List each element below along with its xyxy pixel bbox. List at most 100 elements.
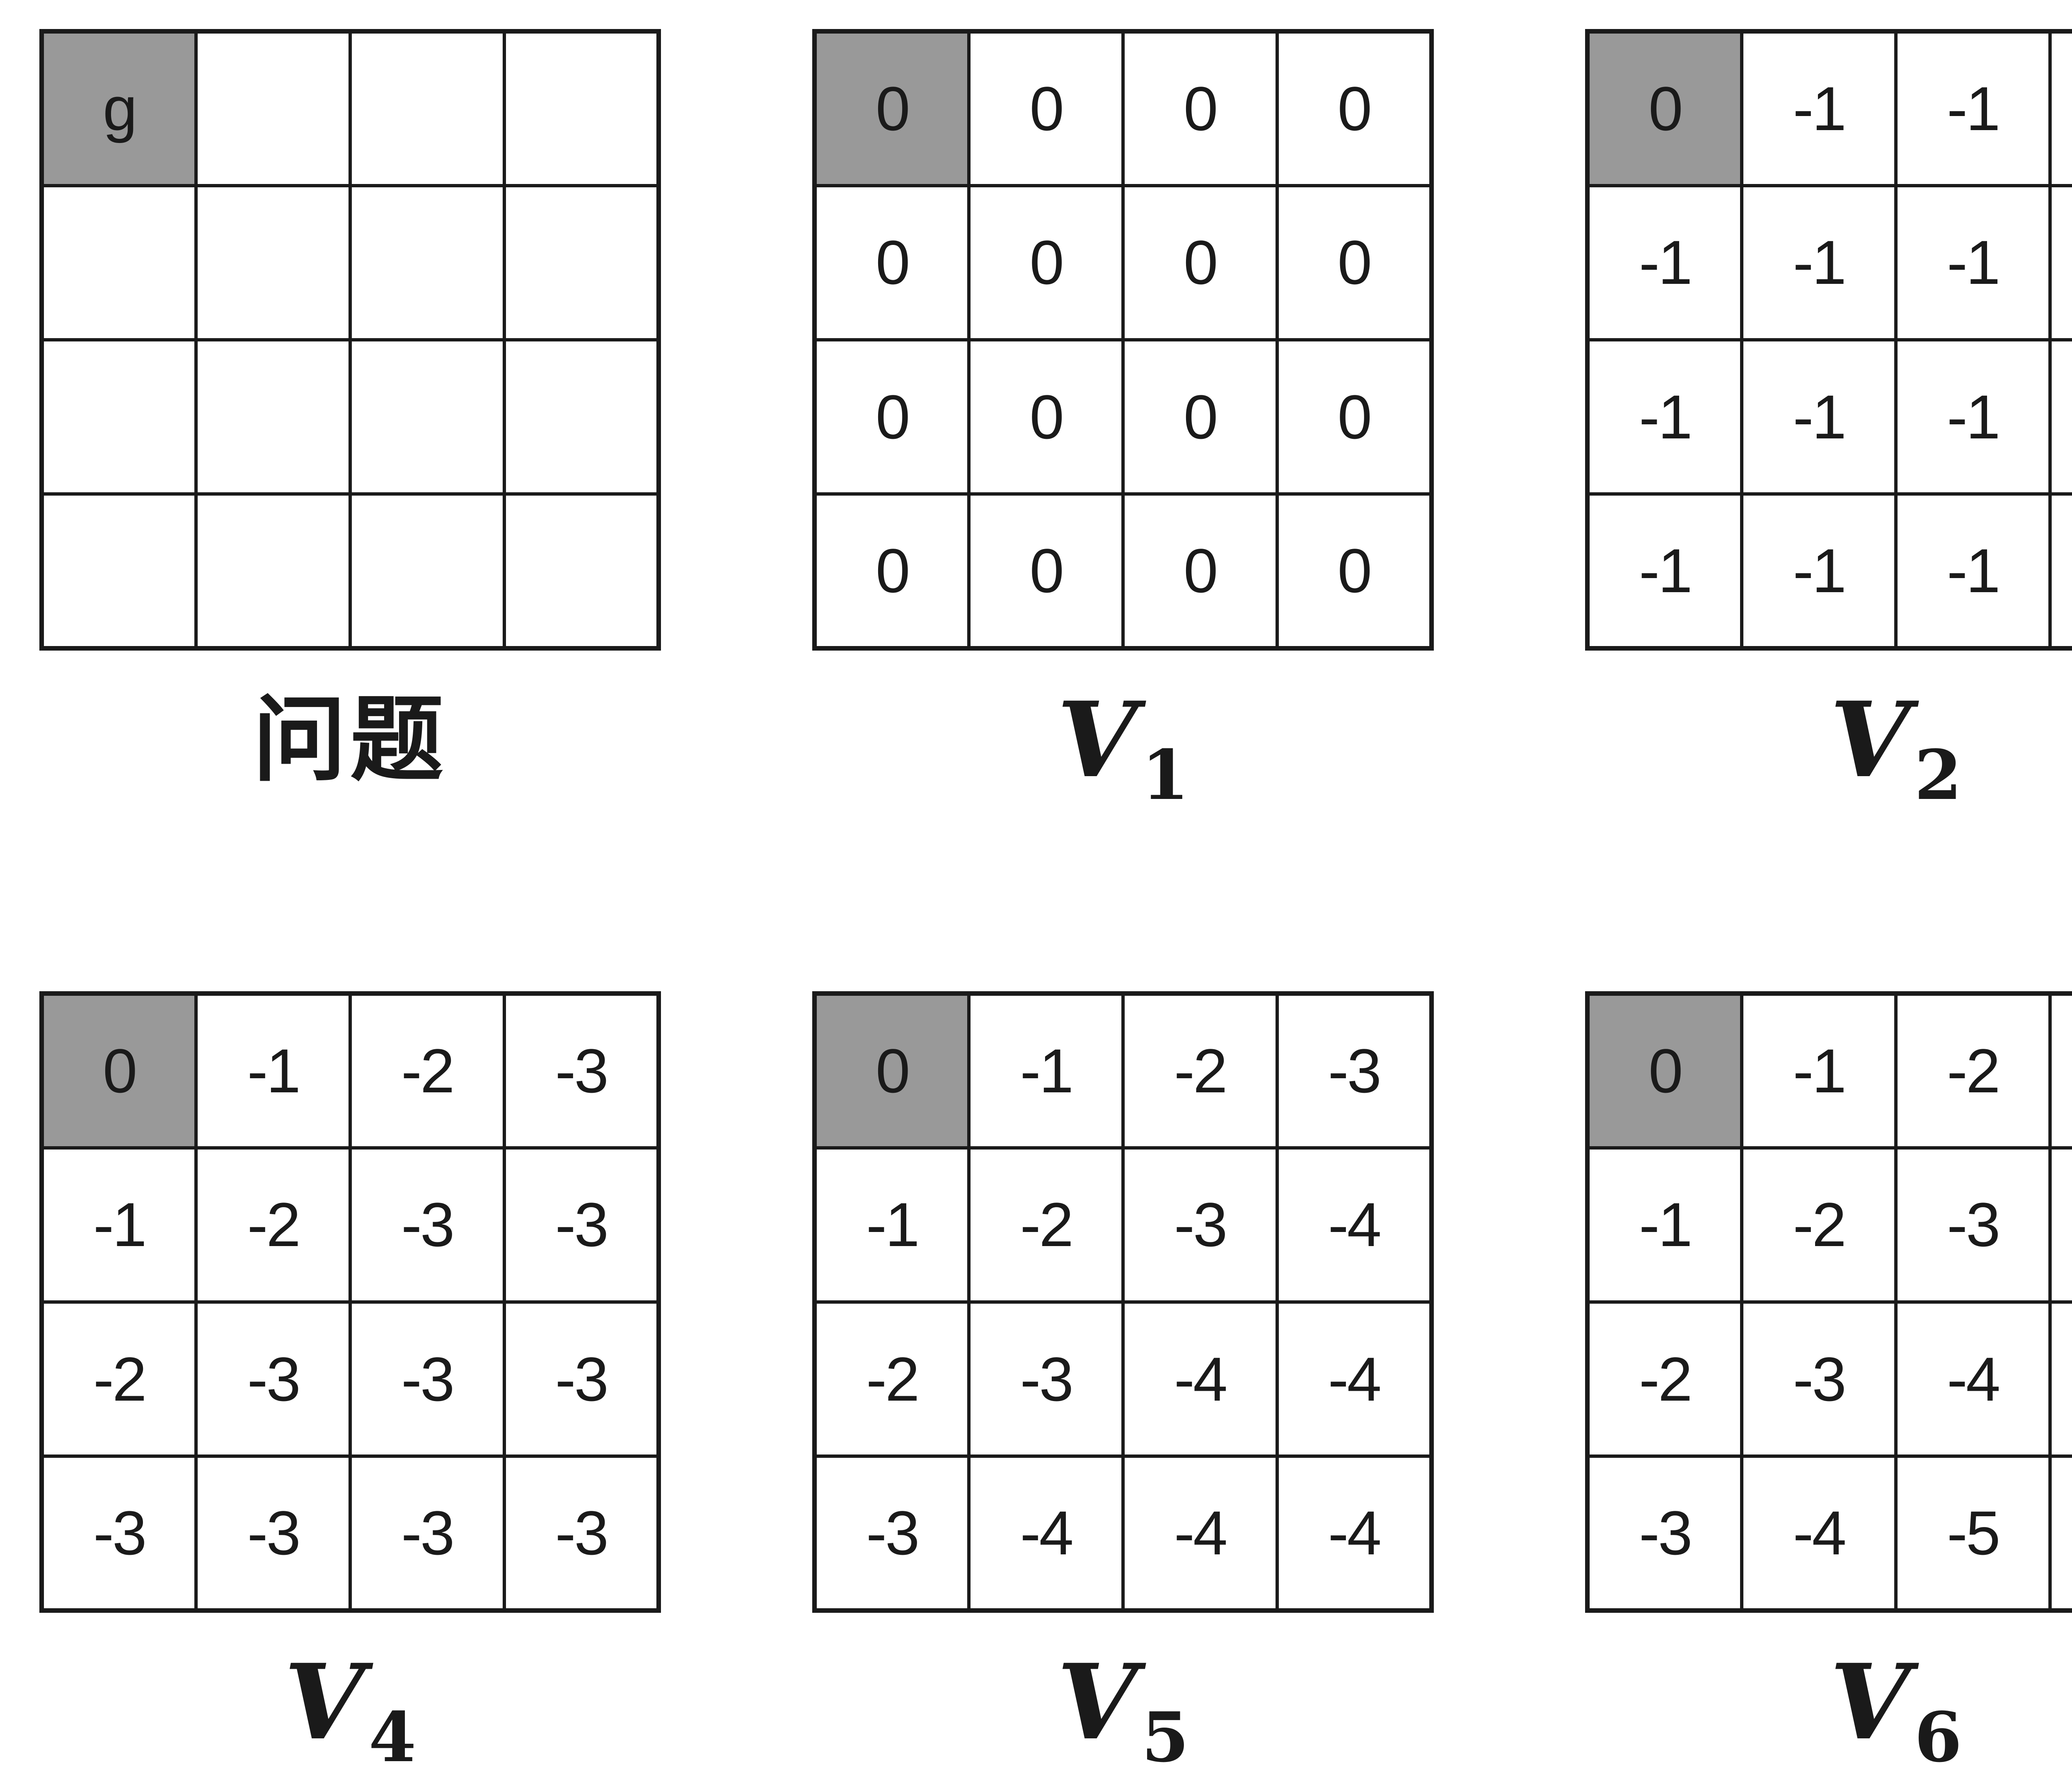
grid-cell — [194, 184, 352, 342]
grid-row: -1-1-1-1 — [1585, 338, 2072, 496]
grid-cell: -3 — [1894, 1146, 2052, 1304]
goal-cell: 0 — [813, 992, 971, 1150]
grid-cell: -2 — [1894, 992, 2052, 1150]
grid-cell: -3 — [40, 1455, 198, 1612]
grid-cell: -1 — [2048, 29, 2072, 187]
grid-cell: 0 — [1121, 184, 1279, 342]
value-grid: 0-1-2-3-1-2-3-4-2-3-4-4-3-4-4-4 — [812, 991, 1434, 1613]
grid-label-text: V — [1057, 679, 1138, 801]
grid-label-subscript: 1 — [1141, 735, 1189, 815]
grid-cell: -1 — [2048, 338, 2072, 496]
grid-cell: -1 — [1585, 338, 1744, 496]
grid-cell — [348, 338, 506, 496]
grid-cell: -1 — [1740, 338, 1898, 496]
grid-row: -1-2-3-3 — [40, 1146, 661, 1304]
grid-cell: -2 — [194, 1146, 352, 1304]
goal-cell: 0 — [813, 29, 971, 187]
grid-panel: 0-1-2-3-1-2-3-4-2-3-4-4-3-4-4-4 V5 — [812, 991, 1434, 1774]
grid-cell: -1 — [1740, 29, 1898, 187]
grid-cell: -1 — [967, 992, 1125, 1150]
grid-cell — [348, 29, 506, 187]
grid-label-text: V — [1830, 679, 1910, 801]
grid-row: -1-2-3-4 — [813, 1146, 1433, 1304]
grid-cell: -1 — [1585, 184, 1744, 342]
grid-row: -3-4-4-4 — [813, 1455, 1433, 1612]
grid-cell: 0 — [1275, 184, 1433, 342]
grid-label-text: 问题 — [253, 685, 448, 794]
grid-cell: -3 — [967, 1300, 1125, 1458]
grid-row: 0-1-2-3 — [813, 992, 1433, 1150]
grid-cell: -1 — [1894, 184, 2052, 342]
grid-panel: 0-1-1-1-1-1-1-1-1-1-1-1-1-1-1-1 V2 — [1585, 29, 2072, 815]
grid-cell: -1 — [1894, 338, 2052, 496]
grid-cell: -2 — [1740, 1146, 1898, 1304]
grid-cell: 0 — [1275, 492, 1433, 650]
grid-label-subscript: 6 — [1914, 1697, 1962, 1774]
grid-cell: -1 — [1740, 492, 1898, 650]
grid-cell: -3 — [194, 1455, 352, 1612]
goal-cell: g — [40, 29, 198, 187]
grid-cell — [348, 492, 506, 650]
value-grid-body: 0-1-2-3-1-2-3-4-2-3-4-5-3-4-5-5 — [1585, 992, 2072, 1612]
grid-cell: -1 — [813, 1146, 971, 1304]
grid-cell: -2 — [1585, 1300, 1744, 1458]
grid-cell — [194, 338, 352, 496]
grid-label: V6 — [1585, 1641, 2072, 1774]
grid-cell: -3 — [2048, 992, 2072, 1150]
grid-cell: -1 — [1894, 492, 2052, 650]
grid-row — [40, 338, 661, 496]
grid-label: 问题 — [39, 680, 661, 800]
grid-cell: -1 — [1740, 992, 1898, 1150]
grid-cell: -2 — [967, 1146, 1125, 1304]
grid-label-subscript: 2 — [1914, 735, 1962, 815]
grid-cell: -3 — [1585, 1455, 1744, 1612]
grid-row: -1-1-1-1 — [1585, 492, 2072, 650]
goal-cell: 0 — [1585, 29, 1744, 187]
value-grid: g — [39, 29, 661, 651]
grid-row: -3-4-5-5 — [1585, 1455, 2072, 1612]
grid-cell: -2 — [813, 1300, 971, 1458]
grid-row — [40, 492, 661, 650]
grid-cell: -1 — [2048, 184, 2072, 342]
grid-cell: -1 — [1585, 492, 1744, 650]
grid-panel: g 问题 — [39, 29, 661, 800]
grid-cell: -4 — [1121, 1455, 1279, 1612]
grid-cell: -4 — [2048, 1146, 2072, 1304]
grid-cell: -3 — [502, 1146, 661, 1304]
grid-label-subscript: 4 — [368, 1697, 416, 1774]
grid-label-text: V — [1830, 1641, 1910, 1763]
grid-cell: -3 — [502, 1300, 661, 1458]
grid-row: -2-3-4-5 — [1585, 1300, 2072, 1458]
grid-cell — [502, 29, 661, 187]
grid-cell: -3 — [502, 992, 661, 1150]
grid-cell — [40, 184, 198, 342]
grid-label: V2 — [1585, 679, 2072, 815]
grid-label: V1 — [812, 679, 1434, 815]
grid-cell: 0 — [813, 492, 971, 650]
grid-cell: -4 — [1275, 1455, 1433, 1612]
grid-cell: -5 — [2048, 1300, 2072, 1458]
grid-cell — [502, 184, 661, 342]
value-grid: 0-1-2-3-1-2-3-4-2-3-4-5-3-4-5-5 — [1585, 991, 2072, 1613]
value-grid: 0-1-1-1-1-1-1-1-1-1-1-1-1-1-1-1 — [1585, 29, 2072, 651]
grid-cell: -1 — [1740, 184, 1898, 342]
grid-label: V4 — [39, 1642, 661, 1774]
grid-cell: -5 — [2048, 1455, 2072, 1612]
grid-row: -2-3-3-3 — [40, 1300, 661, 1458]
value-grid-body: 0-1-2-3-1-2-3-4-2-3-4-4-3-4-4-4 — [813, 992, 1433, 1612]
grid-cell: -4 — [1740, 1455, 1898, 1612]
grid-cell: -3 — [348, 1455, 506, 1612]
value-grid-body: 0-1-2-3-1-2-3-3-2-3-3-3-3-3-3-3 — [40, 992, 661, 1612]
grid-cell: -2 — [348, 992, 506, 1150]
grid-cell: -4 — [1275, 1300, 1433, 1458]
grid-cell: -4 — [1121, 1300, 1279, 1458]
grid-cell: -3 — [194, 1300, 352, 1458]
grid-cell: 0 — [813, 338, 971, 496]
value-grid-body: g — [40, 29, 661, 650]
grid-panel: 0-1-2-3-1-2-3-4-2-3-4-5-3-4-5-5 V6 — [1585, 991, 2072, 1774]
